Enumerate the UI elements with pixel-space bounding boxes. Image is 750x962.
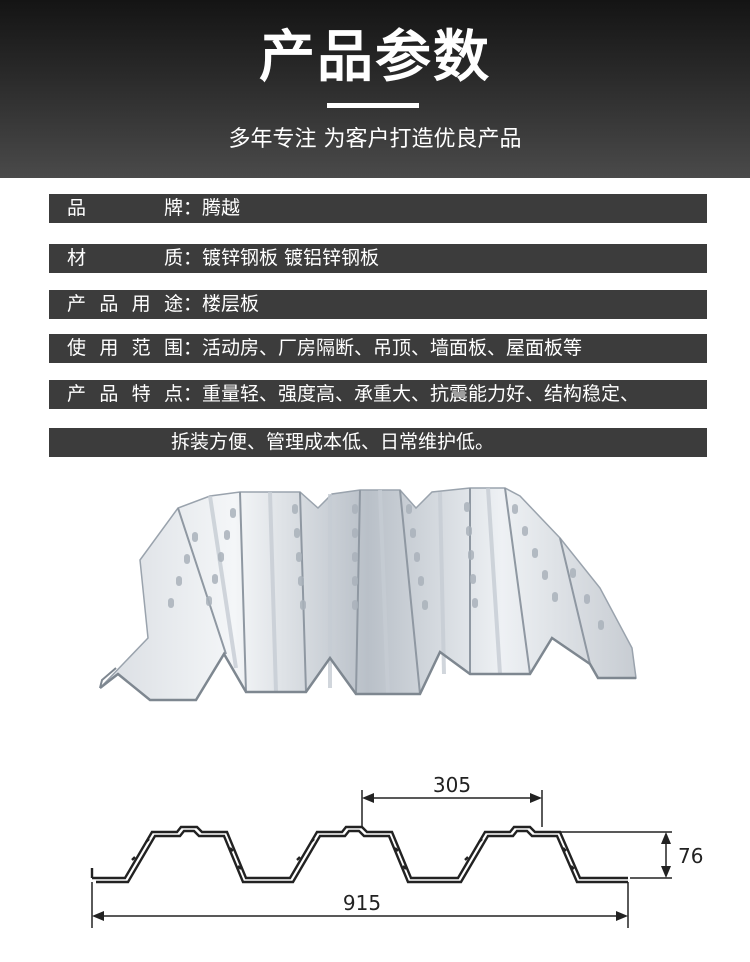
spec-row-brand: 品 牌 ：腾越 [49,194,707,223]
spec-row-usage: 产品用途 ：楼层板 [49,290,707,319]
pitch-label: 305 [433,773,471,797]
width-dimension [91,882,629,928]
height-label: 76 [678,844,703,868]
title-underline [327,103,419,108]
spec-value: ：活动房、厂房隔断、吊顶、墙面板、屋面板等 [183,337,583,359]
spec-label: 材 质 [67,247,183,269]
spec-label: 产品用途 [67,293,183,315]
cross-section-diagram: 305 76 915 [90,773,703,928]
spec-value: 拆装方便、管理成本低、日常维护低。 [171,431,495,453]
spec-row-scope: 使用范围 ：活动房、厂房隔断、吊顶、墙面板、屋面板等 [49,334,707,363]
spec-label: 产品特点 [67,383,183,405]
pitch-dimension [361,790,543,827]
spec-value: ：楼层板 [183,293,260,315]
spec-label: 品 牌 [67,197,183,219]
deck-profile [90,825,628,884]
width-label: 915 [343,891,381,915]
page-title: 产品参数 [259,25,491,90]
spec-row-features: 产品特点 ：重量轻、强度高、承重大、抗震能力好、结构稳定、 [49,380,707,409]
height-dimension [560,831,672,879]
spec-row-features-continued: 拆装方便、管理成本低、日常维护低。 [49,428,707,457]
spec-value: ：腾越 [183,197,241,219]
header-banner: 产品参数 多年专注 为客户打造优良产品 [0,0,750,178]
spec-row-material: 材 质 ：镀锌钢板 镀铝锌钢板 [49,244,707,273]
spec-value: ：重量轻、强度高、承重大、抗震能力好、结构稳定、 [183,383,640,405]
floor-deck-illustration [99,487,637,702]
spec-value: ：镀锌钢板 镀铝锌钢板 [183,247,380,269]
spec-list: 品 牌 ：腾越 材 质 ：镀锌钢板 镀铝锌钢板 产品用途 ：楼层板 使用范围 ：… [0,178,750,468]
page-subtitle: 多年专注 为客户打造优良产品 [228,127,522,152]
spec-label: 使用范围 [67,337,183,359]
